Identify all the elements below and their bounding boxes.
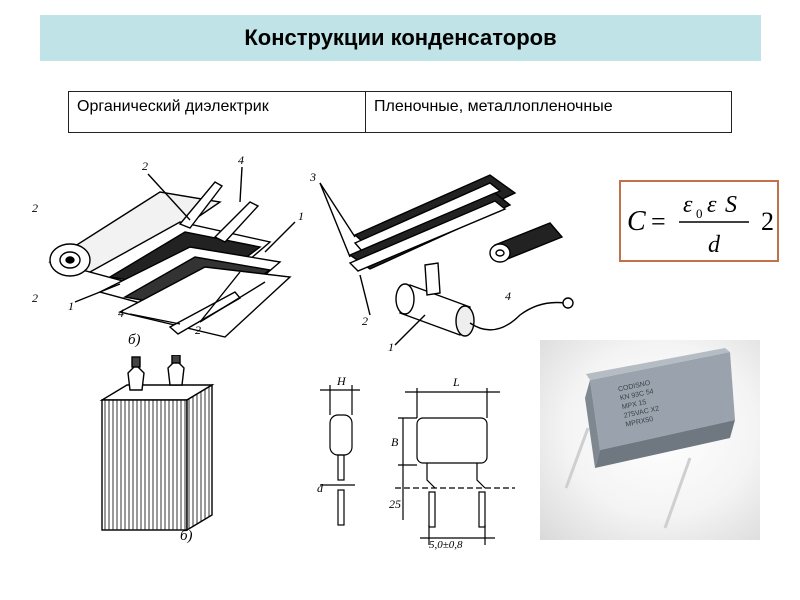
formula-eps0: ε xyxy=(683,192,693,218)
box-capacitor-illustration: б) xyxy=(99,355,215,544)
dim-l: L xyxy=(452,375,460,389)
fig1-label: 4 xyxy=(118,306,124,320)
formula-s: S xyxy=(725,192,737,218)
fig1-label: 2 xyxy=(32,201,38,215)
dim-lead: 25 xyxy=(389,497,401,511)
fig1-caption: б) xyxy=(128,332,141,348)
fig1-label: 2 xyxy=(32,291,38,305)
formula-suffix: 2 xyxy=(761,207,774,236)
table-row: Органический диэлектрик Пленочные, метал… xyxy=(68,91,732,133)
dim-pitch: 5,0±0,8 xyxy=(429,539,463,551)
table-cell-types: Пленочные, металлопленочные xyxy=(365,91,732,133)
dim-h: H xyxy=(336,374,347,388)
fig2-label: 1 xyxy=(388,340,394,354)
formula-svg: C = ε 0 ε S d 2 xyxy=(627,192,774,258)
fig1-label: 1 xyxy=(68,299,74,313)
formula-box: C = ε 0 ε S d 2 xyxy=(619,180,779,262)
table-cell-dielectric: Органический диэлектрик xyxy=(68,91,366,133)
fig1-label: 2 xyxy=(142,159,148,173)
fig2-label: 2 xyxy=(362,314,368,328)
page-title: Конструкции конденсаторов xyxy=(244,25,557,50)
formula-den: d xyxy=(708,232,721,258)
dimension-drawing: H L B d 25 5,0±0,8 xyxy=(317,374,515,551)
info-table: Органический диэлектрик Пленочные, метал… xyxy=(68,91,732,133)
fig2-label: 4 xyxy=(505,289,511,303)
film-stack-illustration: 3 2 1 4 xyxy=(309,170,574,354)
fig2-label: 3 xyxy=(309,170,316,184)
formula-eq: = xyxy=(651,207,666,236)
fig1-label: 2 xyxy=(195,323,201,337)
formula-lhs: C xyxy=(627,206,646,237)
fig1-label: 4 xyxy=(238,153,244,167)
rolled-capacitor-illustration: 2 4 1 1 4 2 2 2 б) xyxy=(32,153,304,348)
dim-b: B xyxy=(391,435,399,449)
dim-d: d xyxy=(317,481,324,495)
fig3-caption: б) xyxy=(180,528,193,544)
title-bar: Конструкции конденсаторов xyxy=(40,15,761,61)
formula-eps0-sub: 0 xyxy=(696,206,703,221)
formula-eps: ε xyxy=(707,192,717,218)
capacitor-photo: CODISNO KN 93C 54 MPX 15 275VAC X2 MPRX5… xyxy=(540,340,760,540)
fig1-label: 1 xyxy=(298,209,304,223)
capacitor-photo-drawing: CODISNO KN 93C 54 MPX 15 275VAC X2 MPRX5… xyxy=(564,348,735,529)
